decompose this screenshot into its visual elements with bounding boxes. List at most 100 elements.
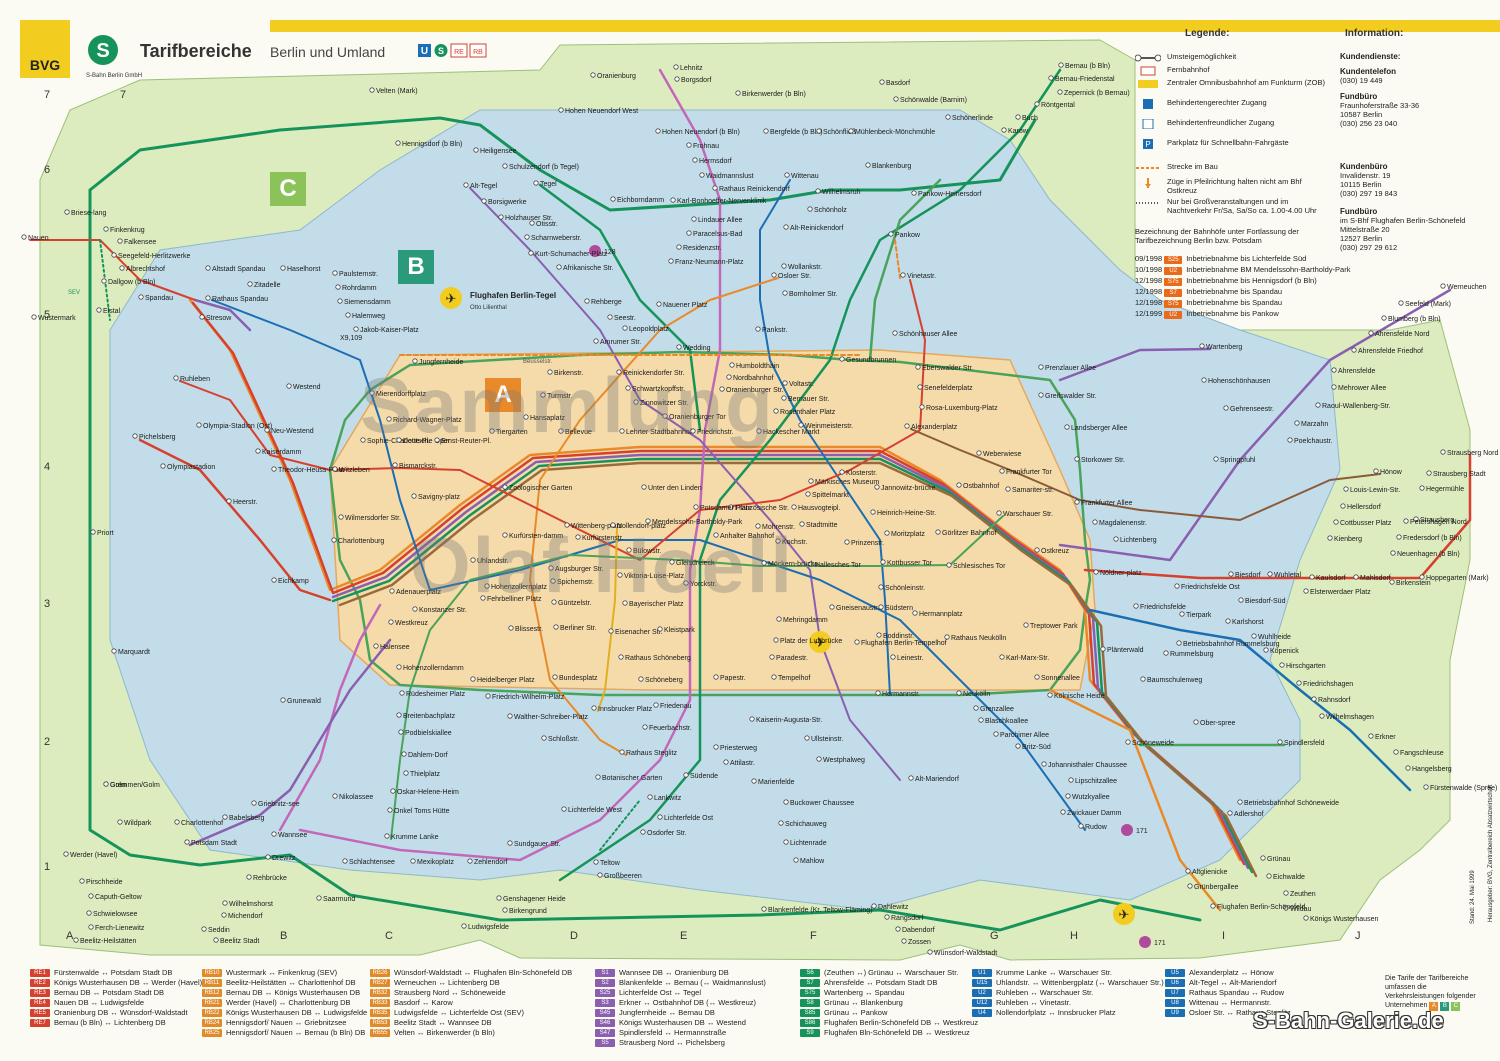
station-label[interactable]: Sundgauer Str. bbox=[514, 841, 561, 848]
station-marker[interactable] bbox=[524, 234, 530, 240]
station-label[interactable]: Pankstr. bbox=[762, 327, 787, 334]
station-marker[interactable] bbox=[625, 385, 631, 391]
station-label[interactable]: Platz der Luftbrücke bbox=[780, 638, 842, 645]
station-marker[interactable] bbox=[342, 858, 348, 864]
station-marker[interactable] bbox=[484, 583, 490, 589]
station-marker[interactable] bbox=[655, 128, 661, 134]
station-marker[interactable] bbox=[558, 428, 564, 434]
station-label[interactable]: Zwickauer Damm bbox=[1067, 810, 1122, 817]
station-label[interactable]: Adlershof bbox=[1234, 811, 1264, 818]
station-marker[interactable] bbox=[781, 263, 787, 269]
station-label[interactable]: Walther-Schreiber-Platz bbox=[514, 714, 589, 721]
station-label[interactable]: Ahrensfelde Nord bbox=[1375, 331, 1430, 338]
station-label[interactable]: Rohrdamm bbox=[342, 285, 377, 292]
station-marker[interactable] bbox=[1303, 915, 1309, 921]
station-label[interactable]: Französische Str. bbox=[735, 505, 789, 512]
station-marker[interactable] bbox=[1266, 873, 1272, 879]
station-label[interactable]: Nauen bbox=[28, 235, 49, 242]
station-label[interactable]: Holzhauser Str. bbox=[505, 215, 553, 222]
station-label[interactable]: Seddin bbox=[208, 927, 230, 934]
station-marker[interactable] bbox=[1373, 468, 1379, 474]
station-label[interactable]: Schwielowsee bbox=[93, 911, 137, 918]
station-marker[interactable] bbox=[1034, 547, 1040, 553]
station-marker[interactable] bbox=[657, 814, 663, 820]
station-marker[interactable] bbox=[96, 307, 102, 313]
station-label[interactable]: Rathaus Steglitz bbox=[626, 750, 677, 757]
station-label[interactable]: Hohenschönhausen bbox=[1208, 378, 1270, 385]
station-label[interactable]: Kochstr. bbox=[782, 539, 807, 546]
station-marker[interactable] bbox=[558, 107, 564, 113]
station-label[interactable]: Werneuchen bbox=[1447, 284, 1487, 291]
station-marker[interactable] bbox=[390, 788, 396, 794]
station-label[interactable]: Oranienburger Tor bbox=[669, 414, 726, 421]
station-marker[interactable] bbox=[1423, 784, 1429, 790]
station-marker[interactable] bbox=[369, 87, 375, 93]
station-label[interactable]: Greifswalder Str. bbox=[1045, 393, 1097, 400]
station-marker[interactable] bbox=[548, 565, 554, 571]
station-marker[interactable] bbox=[729, 362, 735, 368]
station-label[interactable]: Strausberg bbox=[1420, 517, 1454, 524]
station-marker[interactable] bbox=[1176, 640, 1182, 646]
station-marker[interactable] bbox=[829, 604, 835, 610]
station-label[interactable]: Rathaus Schöneberg bbox=[625, 655, 691, 662]
station-label[interactable]: Kurfürstenstr. bbox=[582, 535, 624, 542]
station-marker[interactable] bbox=[653, 702, 659, 708]
station-label[interactable]: Birkenwerder (b Bln) bbox=[742, 91, 806, 98]
station-label[interactable]: Heidelberger Platz bbox=[477, 677, 535, 684]
station-label[interactable]: Viktoria-Luise-Platz bbox=[624, 573, 685, 580]
station-marker[interactable] bbox=[761, 906, 767, 912]
station-label[interactable]: Hausvogteipl. bbox=[798, 505, 840, 512]
station-marker[interactable] bbox=[901, 938, 907, 944]
station-label[interactable]: Blaschkoallee bbox=[985, 718, 1028, 725]
station-label[interactable]: Westend bbox=[293, 384, 321, 391]
station-marker[interactable] bbox=[911, 190, 917, 196]
station-label[interactable]: Pankow-Heinersdorf bbox=[918, 191, 981, 198]
station-marker[interactable] bbox=[945, 114, 951, 120]
station-label[interactable]: Dahlem-Dorf bbox=[408, 752, 448, 759]
station-marker[interactable] bbox=[280, 265, 286, 271]
station-label[interactable]: Rüdesheimer Platz bbox=[406, 691, 466, 698]
station-label[interactable]: Südstern bbox=[885, 605, 913, 612]
station-marker[interactable] bbox=[1193, 719, 1199, 725]
station-marker[interactable] bbox=[86, 910, 92, 916]
station-label[interactable]: Schönerlinde bbox=[952, 115, 993, 122]
station-label[interactable]: Waidmannslust bbox=[706, 173, 754, 180]
station-label[interactable]: Schulzendorf (b Tegel) bbox=[509, 164, 579, 171]
station-marker[interactable] bbox=[1001, 127, 1007, 133]
station-marker[interactable] bbox=[403, 770, 409, 776]
station-label[interactable]: Kölnische Heide bbox=[1054, 693, 1105, 700]
station-marker[interactable] bbox=[808, 478, 814, 484]
station-label[interactable]: Hallesches Tor bbox=[815, 562, 861, 569]
station-marker[interactable] bbox=[876, 632, 882, 638]
station-label[interactable]: Rathaus Neukölln bbox=[951, 635, 1006, 642]
station-label[interactable]: Schwartzkopffstr. bbox=[632, 386, 685, 393]
station-label[interactable]: Berliner Str. bbox=[560, 625, 597, 632]
station-label[interactable]: Eichwalde bbox=[1273, 874, 1305, 881]
station-marker[interactable] bbox=[1034, 674, 1040, 680]
station-marker[interactable] bbox=[502, 163, 508, 169]
station-marker[interactable] bbox=[529, 220, 535, 226]
station-marker[interactable] bbox=[196, 422, 202, 428]
station-marker[interactable] bbox=[993, 731, 999, 737]
station-label[interactable]: Heiligensee bbox=[480, 148, 517, 155]
station-marker[interactable] bbox=[489, 428, 495, 434]
station-marker[interactable] bbox=[1078, 823, 1084, 829]
station-label[interactable]: Birkengrund bbox=[509, 908, 547, 915]
station-marker[interactable] bbox=[865, 162, 871, 168]
station-marker[interactable] bbox=[280, 697, 286, 703]
station-marker[interactable] bbox=[463, 182, 469, 188]
station-marker[interactable] bbox=[874, 484, 880, 490]
station-label[interactable]: Charlottenhof bbox=[181, 820, 223, 827]
station-marker[interactable] bbox=[547, 369, 553, 375]
station-marker[interactable] bbox=[332, 466, 338, 472]
station-label[interactable]: Friedrichshagen bbox=[1303, 681, 1353, 688]
station-marker[interactable] bbox=[90, 529, 96, 535]
station-marker[interactable] bbox=[213, 937, 219, 943]
station-marker[interactable] bbox=[502, 484, 508, 490]
station-marker[interactable] bbox=[1368, 330, 1374, 336]
station-label[interactable]: Osloer Str. bbox=[778, 273, 811, 280]
station-marker[interactable] bbox=[908, 775, 914, 781]
station-label[interactable]: Franz-Neumann-Platz bbox=[675, 259, 744, 266]
station-label[interactable]: Storkower Str. bbox=[1081, 457, 1125, 464]
station-label[interactable]: Rehbrücke bbox=[253, 875, 287, 882]
